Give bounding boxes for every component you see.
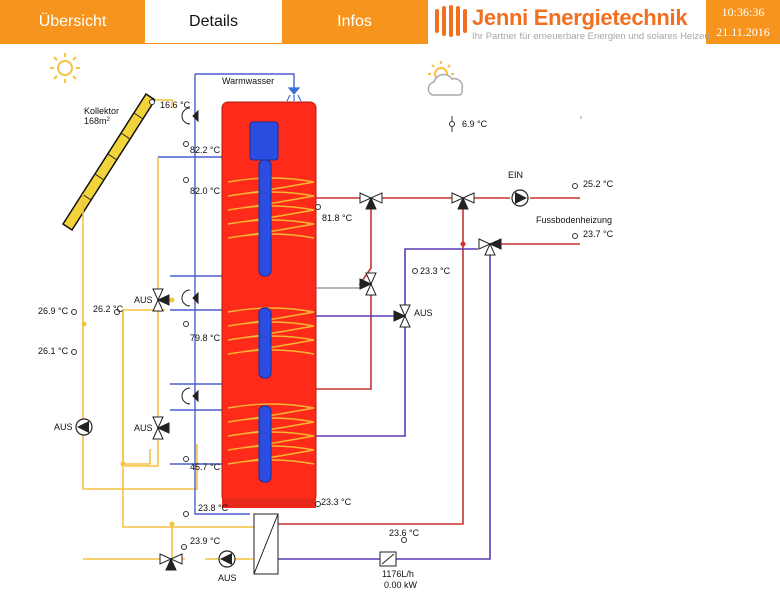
valve-status-3: AUS xyxy=(134,423,153,433)
tab-infos[interactable]: Infos xyxy=(337,13,372,30)
heating-pump-icon xyxy=(511,189,529,207)
storage-tank xyxy=(221,101,317,508)
hot-water-pipes xyxy=(278,197,580,525)
solar-pump-icon xyxy=(75,418,93,436)
tank-temp-top: 82.2 °C xyxy=(190,145,221,155)
tank-temp-upper: 82.0 °C xyxy=(190,186,221,196)
tab-details[interactable]: Details xyxy=(145,0,282,43)
clock-date: 21.11.2016 xyxy=(716,25,770,39)
hx-primary-temp: 23.9 °C xyxy=(190,536,221,546)
clock-time: 10:36:36 xyxy=(721,5,765,19)
collector-area: 168m2 xyxy=(84,116,111,126)
mixing-valve xyxy=(359,192,383,210)
flow-meter-icon xyxy=(379,551,397,567)
valve-status-1: AUS xyxy=(134,295,153,305)
mixing-valve xyxy=(152,288,170,312)
heat-exchanger xyxy=(253,513,279,575)
tank-temp-lower: 45.7 °C xyxy=(190,462,221,472)
header-bar: Übersicht Details Infos Jenni Energietec… xyxy=(0,0,780,44)
tank-return-temp: 23.3 °C xyxy=(321,497,352,507)
mixing-valve xyxy=(359,272,377,296)
diverter-valve xyxy=(181,387,199,405)
outdoor-sensor-icon xyxy=(449,116,455,132)
tank-temp-bottom: 23.8 °C xyxy=(198,503,229,513)
outdoor-temp: 6.9 °C xyxy=(462,119,488,129)
heating-state: EIN xyxy=(508,170,523,180)
pipe-junctions xyxy=(81,241,466,527)
collector-label: Kollektor xyxy=(84,106,119,116)
heating-flow-temp: 25.2 °C xyxy=(583,179,614,189)
mixing-valve xyxy=(451,192,475,210)
tank-temp-mid: 79.8 °C xyxy=(190,333,221,343)
shower-icon xyxy=(286,87,302,102)
return-pipes xyxy=(278,248,491,560)
solar-pump-status: AUS xyxy=(54,422,73,432)
warmwasser-label: Warmwasser xyxy=(222,76,274,86)
power-output: 0.00 kW xyxy=(384,580,418,590)
fussboden-label: Fussbodenheizung xyxy=(536,215,612,225)
logo-stripes-icon xyxy=(435,5,467,37)
sun-icon xyxy=(50,53,80,83)
exchanger-pump-icon xyxy=(218,550,236,568)
tank-side-pipes xyxy=(158,73,295,515)
tab-overview[interactable]: Übersicht xyxy=(38,13,107,30)
solar-temp-a: 26.9 °C xyxy=(38,306,69,316)
valve-status-2: AUS xyxy=(414,308,433,318)
heating-return-temp: 23.7 °C xyxy=(583,229,614,239)
mixing-valve xyxy=(393,304,411,328)
flow-rate: 1176L/h xyxy=(382,569,414,579)
hx-secondary-temp: 23.6 °C xyxy=(389,528,420,538)
mixing-valve xyxy=(159,553,183,571)
brand-slogan: Ihr Partner für erneuerbare Energien und… xyxy=(472,31,710,42)
solar-temp-b: 26.2 °C xyxy=(93,304,124,314)
collector-temp: 16.6 °C xyxy=(160,100,191,110)
weather-partly-cloudy-icon xyxy=(427,61,464,96)
mixing-valve xyxy=(152,416,170,440)
heating-system-diagram: 6.9 °C Kollektor 168m2 xyxy=(38,53,614,590)
supply-temp: 81.8 °C xyxy=(322,213,353,223)
diverter-valve xyxy=(181,289,199,307)
diverter-valve xyxy=(181,107,199,125)
temp-sensors xyxy=(71,99,578,550)
mixing-valve xyxy=(478,238,502,256)
brand-name: Jenni Energietechnik xyxy=(472,5,688,30)
solar-collector xyxy=(61,92,157,232)
mix-return-temp: 23.3 °C xyxy=(420,266,451,276)
exchanger-pump-status: AUS xyxy=(218,573,237,583)
solar-temp-c: 26.1 °C xyxy=(38,346,69,356)
company-logo: Jenni Energietechnik Ihr Partner für ern… xyxy=(428,0,710,44)
